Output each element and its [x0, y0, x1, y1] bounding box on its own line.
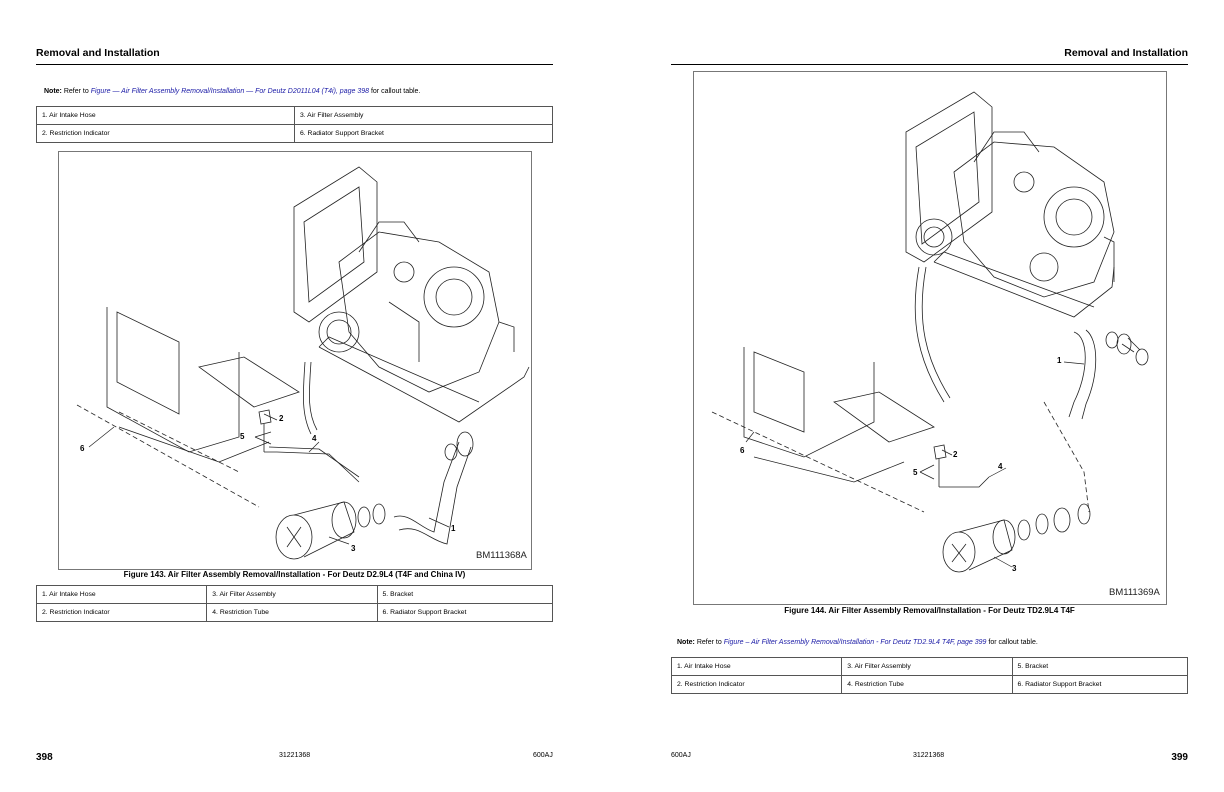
figure-link[interactable]: Figure – Air Filter Assembly Removal/Ins…	[723, 639, 987, 646]
callout-2: 2	[279, 414, 284, 423]
table-row: 1. Air Intake Hose 3. Air Filter Assembl…	[36, 106, 553, 125]
callout-6: 6	[740, 446, 745, 455]
note-label: Note:	[677, 639, 695, 646]
figure-link[interactable]: Figure — Air Filter Assembly Removal/Ins…	[90, 88, 370, 95]
callout-table: 1. Air Intake Hose 3. Air Filter Assembl…	[670, 657, 1189, 694]
table-cell: 4. Restriction Tube	[841, 675, 1013, 694]
model-label: 600AJ	[671, 752, 691, 759]
callout-table-top: 1. Air Intake Hose 3. Air Filter Assembl…	[36, 106, 553, 143]
table-cell: 3. Air Filter Assembly	[841, 657, 1013, 676]
note-text-end: for callout table.	[370, 88, 421, 95]
table-cell: 1. Air Intake Hose	[36, 106, 295, 125]
figure-id: BM111368A	[476, 550, 527, 561]
table-row: 2. Restriction Indicator 6. Radiator Sup…	[36, 124, 553, 143]
table-row: 2. Restriction Indicator 4. Restriction …	[35, 603, 554, 622]
table-cell: 6. Radiator Support Bracket	[1011, 675, 1189, 694]
table-cell: 5. Bracket	[1011, 657, 1189, 676]
page-number: 399	[1171, 752, 1188, 763]
callout-5: 5	[913, 468, 918, 477]
callout-3: 3	[351, 544, 356, 553]
note: Note: Refer to Figure – Air Filter Assem…	[677, 639, 1038, 646]
page-number: 398	[36, 752, 53, 763]
figure-caption: Figure 143. Air Filter Assembly Removal/…	[123, 570, 466, 579]
table-cell: 1. Air Intake Hose	[35, 585, 208, 604]
table-row: 1. Air Intake Hose 3. Air Filter Assembl…	[35, 585, 554, 604]
callout-1: 1	[451, 524, 456, 533]
left-page: Removal and Installation Note: Refer to …	[35, 47, 554, 763]
table-cell: 3. Air Filter Assembly	[294, 106, 553, 125]
table-cell: 6. Radiator Support Bracket	[294, 124, 553, 143]
section-header: Removal and Installation	[36, 47, 160, 59]
table-cell: 3. Air Filter Assembly	[206, 585, 378, 604]
doc-number: 31221368	[913, 752, 945, 759]
section-header: Removal and Installation	[1064, 47, 1188, 59]
note-text: Refer to	[696, 639, 722, 646]
note: Note: Refer to Figure — Air Filter Assem…	[44, 88, 420, 95]
figure-id: BM111369A	[1109, 587, 1160, 598]
note-text: Refer to	[63, 88, 89, 95]
note-label: Note:	[44, 88, 62, 95]
callout-table-bottom: 1. Air Intake Hose 3. Air Filter Assembl…	[35, 585, 554, 622]
table-cell: 5. Bracket	[376, 585, 554, 604]
table-cell: 1. Air Intake Hose	[670, 657, 843, 676]
table-row: 2. Restriction Indicator 4. Restriction …	[670, 675, 1189, 694]
table-row: 1. Air Intake Hose 3. Air Filter Assembl…	[670, 657, 1189, 676]
header-rule	[36, 64, 553, 65]
doc-number: 31221368	[279, 752, 311, 759]
table-cell: 2. Restriction Indicator	[35, 603, 208, 622]
table-cell: 2. Restriction Indicator	[36, 124, 295, 143]
engine-air-filter-drawing	[76, 166, 530, 560]
callout-6: 6	[80, 444, 85, 453]
callout-3: 3	[1012, 564, 1017, 573]
callout-2: 2	[953, 450, 958, 459]
header-rule	[671, 64, 1188, 65]
callout-4: 4	[998, 462, 1003, 471]
callout-5: 5	[240, 432, 245, 441]
figure-143-illustration: 1 2 3 4 5 6 BM111368A	[58, 151, 532, 570]
model-label: 600AJ	[533, 752, 553, 759]
callout-1: 1	[1057, 356, 1062, 365]
engine-air-filter-drawing	[711, 91, 1149, 573]
table-cell: 2. Restriction Indicator	[670, 675, 843, 694]
callout-4: 4	[312, 434, 317, 443]
figure-144-illustration: 1 2 3 4 5 6 BM111369A	[693, 71, 1167, 605]
table-cell: 6. Radiator Support Bracket	[376, 603, 554, 622]
right-page: Removal and Installation	[612, 0, 1224, 792]
note-text-end: for callout table.	[988, 639, 1038, 646]
figure-caption: Figure 144. Air Filter Assembly Removal/…	[784, 606, 1075, 615]
table-cell: 4. Restriction Tube	[206, 603, 378, 622]
